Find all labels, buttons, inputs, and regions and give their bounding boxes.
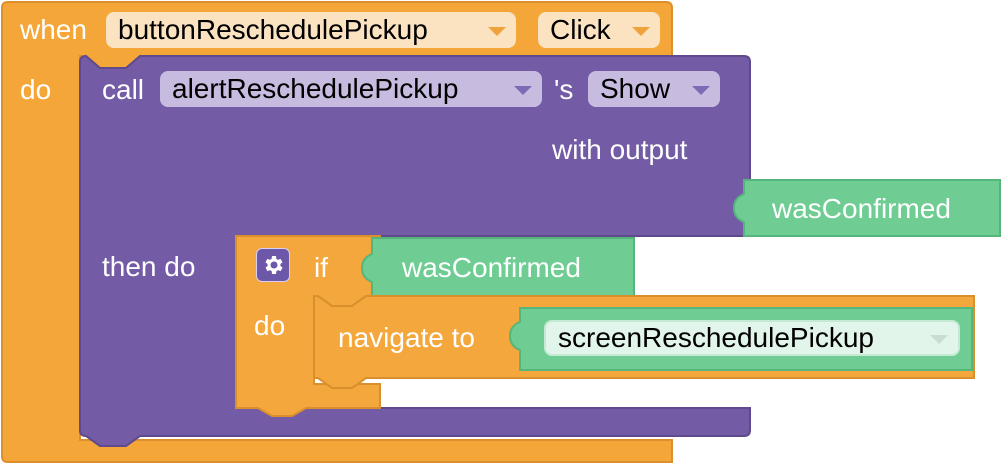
event-dropdown-label: Click	[550, 14, 611, 45]
output-var-label: wasConfirmed	[772, 193, 951, 224]
component-dropdown[interactable]: buttonReschedulePickup	[106, 12, 516, 48]
screen-dropdown[interactable]: screenReschedulePickup	[544, 320, 960, 356]
if-do-label: do	[254, 310, 286, 341]
gear-icon	[265, 256, 283, 274]
output-var-shape[interactable]	[732, 179, 1001, 237]
if-mutator-button[interactable]	[256, 248, 290, 282]
output-var-block[interactable]	[732, 179, 1001, 237]
condition-label: wasConfirmed	[402, 252, 581, 283]
then-do-label: then do	[102, 251, 196, 282]
chevron-down-icon	[488, 27, 506, 36]
method-dropdown-label: Show	[600, 73, 671, 104]
component-dropdown-label: buttonReschedulePickup	[118, 14, 428, 45]
call-block-shape[interactable]	[79, 54, 751, 447]
do-label: do	[20, 74, 52, 105]
event-block-shape[interactable]	[1, 1, 673, 463]
chevron-down-icon	[514, 86, 532, 95]
condition-shape[interactable]	[360, 237, 635, 297]
alert-component-dropdown[interactable]: alertReschedulePickup	[160, 71, 542, 107]
event-block[interactable]	[1, 1, 673, 463]
alert-component-dropdown-label: alertReschedulePickup	[172, 73, 459, 104]
condition-block[interactable]	[360, 237, 635, 297]
with-output-label: with output	[552, 134, 688, 165]
chevron-down-icon	[632, 27, 650, 36]
screen-dropdown-label: screenReschedulePickup	[558, 322, 874, 353]
method-dropdown[interactable]: Show	[588, 71, 720, 107]
call-label: call	[102, 74, 145, 105]
if-label: if	[314, 252, 328, 283]
navigate-label: navigate to	[338, 322, 475, 353]
when-label: when	[20, 14, 87, 45]
event-dropdown[interactable]: Click	[538, 12, 660, 48]
chevron-down-icon	[692, 86, 710, 95]
chevron-down-icon	[930, 335, 948, 344]
possessive-label: 's	[554, 74, 574, 105]
call-block[interactable]	[79, 54, 751, 447]
